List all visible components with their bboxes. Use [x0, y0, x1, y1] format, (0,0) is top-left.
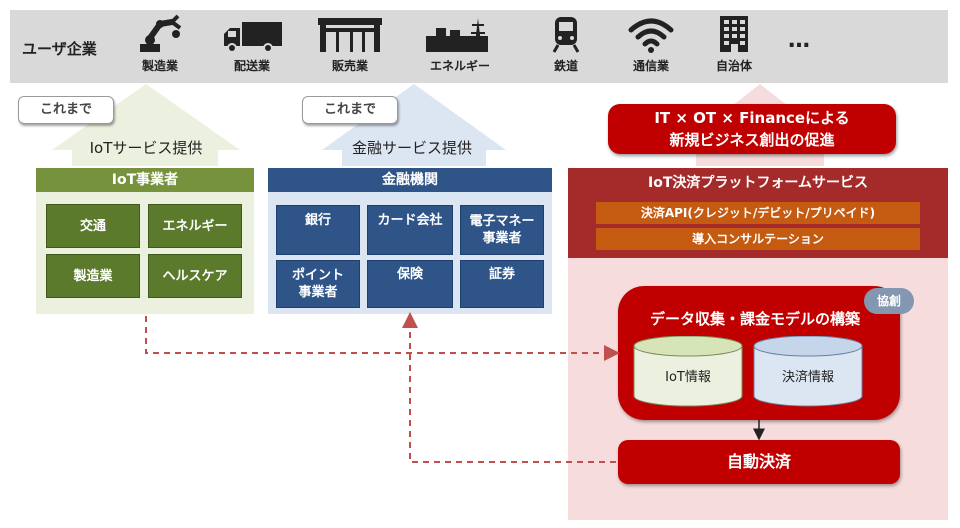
category-telecom: 通信業: [613, 14, 689, 74]
iot-tile-transport: 交通: [46, 204, 140, 248]
category-manufacturing: 製造業: [122, 14, 198, 74]
finance-tile-insurance: 保険: [367, 260, 453, 308]
category-municipality: 自治体: [696, 14, 772, 74]
category-label: 配送業: [233, 59, 270, 73]
category-railway: 鉄道: [528, 14, 604, 74]
wifi-icon: [628, 18, 674, 53]
user-companies-label: ユーザ企業: [22, 40, 97, 58]
building-icon: [720, 16, 748, 52]
category-energy: エネルギー: [422, 14, 498, 74]
store-icon: [318, 18, 382, 52]
category-label: 自治体: [715, 59, 752, 73]
truck-icon: [224, 22, 282, 53]
category-label: 販売業: [331, 59, 368, 73]
category-label: 製造業: [141, 59, 178, 73]
model-building-title: データ収集・課金モデルの構築: [649, 310, 860, 328]
payment-db-cylinder: [753, 336, 863, 407]
train-icon: [552, 17, 580, 53]
iot-to-model-connector: [145, 316, 620, 361]
previously-badge-iot: これまで: [18, 96, 114, 124]
previously-badge-finance: これまで: [302, 96, 398, 124]
robot-arm-icon: [140, 14, 182, 52]
category-delivery: 配送業: [214, 14, 290, 74]
finance-tile-card-company: カード会社: [367, 205, 453, 255]
payment-to-finance-connector: [402, 312, 616, 463]
category-label: 通信業: [632, 59, 669, 73]
finance-tile-emoney: 電子マネー 事業者: [460, 205, 544, 255]
finance-service-label: 金融サービス提供: [351, 139, 472, 157]
databases: [633, 336, 863, 407]
finance-up-arrow: [322, 84, 506, 166]
co-creation-badge: 協創: [864, 288, 914, 314]
auto-payment-box: 自動決済: [618, 440, 900, 484]
iot-tile-healthcare: ヘルスケア: [148, 254, 242, 298]
iot-service-label: IoTサービス提供: [89, 139, 203, 157]
category-label: 鉄道: [553, 59, 578, 73]
iot-db-cylinder: [633, 336, 743, 407]
financial-institutions-title: 金融機関: [268, 168, 552, 192]
iot-tile-energy: エネルギー: [148, 204, 242, 248]
callout-line-1: IT × OT × Financeによる: [654, 109, 850, 127]
value-callout: IT × OT × Financeによる 新規ビジネス創出の促進: [608, 104, 896, 154]
category-label: エネルギー: [429, 59, 490, 73]
iot-operators-title: IoT事業者: [36, 168, 254, 192]
payment-api-bar: 決済API(クレジット/デビット/プリペイド): [596, 202, 920, 224]
iot-up-arrow: [52, 84, 240, 166]
more-categories: …: [788, 28, 811, 53]
consulting-bar: 導入コンサルテーション: [596, 228, 920, 250]
callout-line-2: 新規ビジネス創出の促進: [669, 131, 835, 149]
finance-tile-bank: 銀行: [276, 205, 360, 255]
category-retail: 販売業: [312, 14, 388, 74]
iot-info-label: IoT情報: [665, 370, 711, 385]
power-plant-icon: [426, 18, 488, 52]
finance-tile-points: ポイント 事業者: [276, 260, 360, 308]
payment-info-label: 決済情報: [781, 370, 834, 385]
iot-tile-manufacturing: 製造業: [46, 254, 140, 298]
platform-title: IoT決済プラットフォームサービス: [648, 175, 868, 191]
finance-tile-securities: 証券: [460, 260, 544, 308]
